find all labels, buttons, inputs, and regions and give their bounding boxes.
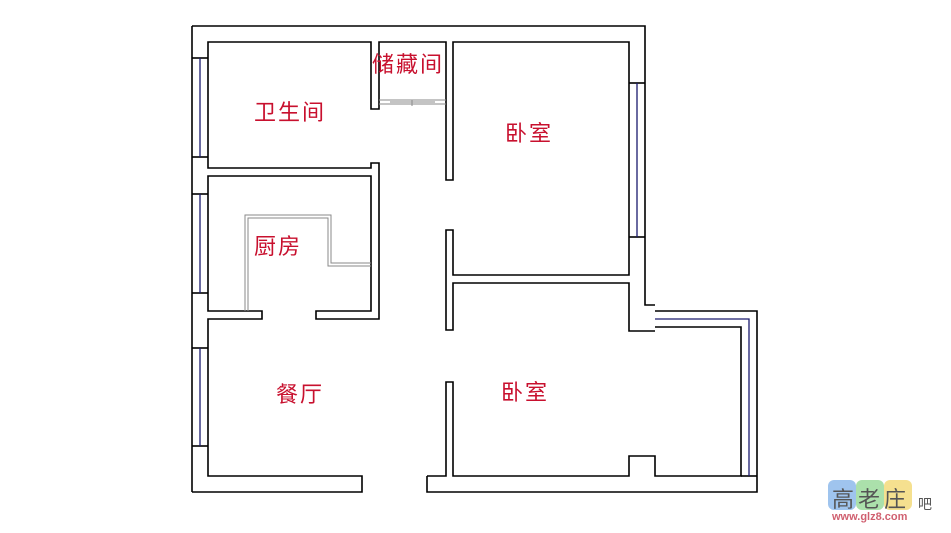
window-balcony: [655, 318, 750, 476]
room-label-storage: 储藏间: [372, 53, 445, 78]
room-label-bathroom: 卫生间: [254, 101, 327, 126]
watermark-suffix: 吧: [918, 497, 932, 513]
kitchen-counter-outer: [244, 214, 371, 311]
room-label-bedroom-top: 卧室: [505, 122, 554, 147]
windows: [199, 58, 750, 476]
watermark-logo-text: 高老庄: [832, 488, 911, 513]
room-label-dining: 餐厅: [276, 383, 325, 408]
watermark-blocks: [828, 480, 912, 510]
watermark: 高老庄 吧 www.glz8.com: [828, 478, 948, 528]
watermark-block-green: [856, 480, 884, 510]
outer-wall-bottom-right: [426, 310, 758, 493]
watermark-block-yellow: [884, 480, 912, 510]
room-label-bedroom-bottom: 卧室: [501, 381, 550, 406]
room-label-kitchen: 厨房: [254, 235, 303, 260]
fixtures: [244, 99, 446, 311]
kitchen-counter-inner: [247, 217, 371, 311]
watermark-url: www.glz8.com: [832, 511, 908, 523]
outer-wall-bottom-left: [192, 41, 655, 493]
outer-wall-top-left: [192, 25, 655, 306]
watermark-block-blue: [828, 480, 856, 510]
bedroom-bottom-inner: [427, 326, 742, 477]
